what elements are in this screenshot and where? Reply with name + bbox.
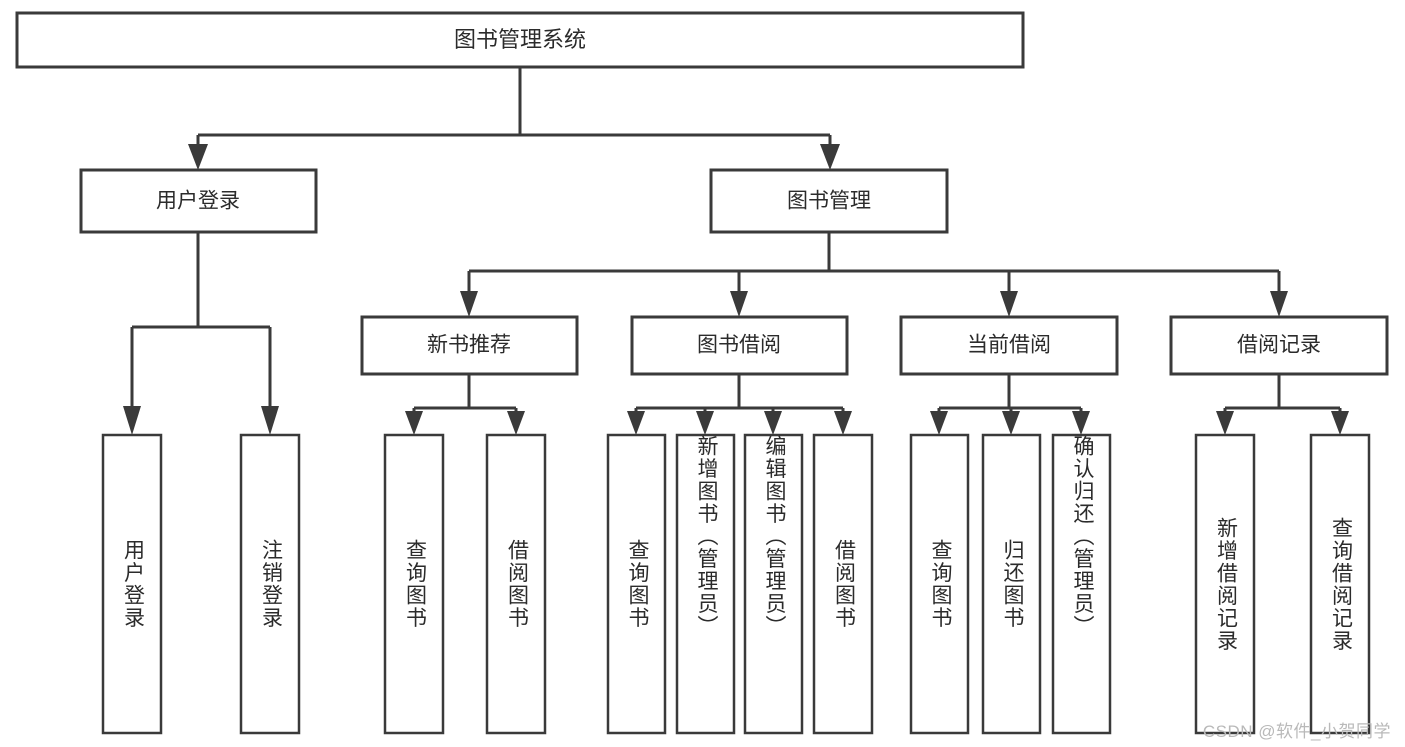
node-book-borrow-box	[630, 315, 849, 376]
node-current-borrow[interactable]: 当前借阅	[899, 315, 1119, 376]
leaf-box-edit-book[interactable]	[743, 433, 804, 735]
connector-book-manage-to-level3	[460, 232, 1288, 317]
leaf-box-borrow-book-rec[interactable]	[485, 433, 547, 735]
leaf-box-query-book-current[interactable]	[909, 433, 970, 735]
arrow-head-icon	[261, 406, 279, 435]
leaf-boxes-group	[101, 433, 1371, 735]
leaf-box-add-borrow-record[interactable]	[1194, 433, 1256, 735]
arrow-head-icon	[188, 144, 208, 170]
arrow-head-icon	[1072, 411, 1090, 435]
node-root-box	[15, 11, 1025, 69]
node-root-label: 图书管理系统	[454, 27, 586, 52]
arrow-head-icon	[1331, 411, 1349, 435]
node-borrow-record[interactable]: 借阅记录	[1169, 315, 1389, 376]
leaf-box-query-book-borrow[interactable]	[606, 433, 667, 735]
node-book-borrow-label: 图书借阅	[697, 334, 781, 357]
arrow-head-icon	[1216, 411, 1234, 435]
node-book-manage[interactable]: 图书管理	[709, 168, 949, 234]
node-current-borrow-box	[899, 315, 1119, 376]
arrow-head-icon	[123, 406, 141, 435]
connector-new-book-rec-to-leaves	[405, 374, 525, 435]
node-user-login-label: 用户登录	[156, 190, 240, 213]
node-borrow-record-box	[1169, 315, 1389, 376]
arrow-head-icon	[730, 291, 748, 317]
leaf-box-add-book[interactable]	[675, 433, 736, 735]
node-current-borrow-label: 当前借阅	[967, 334, 1051, 357]
node-new-book-rec-label: 新书推荐	[427, 334, 511, 357]
arrow-head-icon	[930, 411, 948, 435]
arrow-head-icon	[1000, 291, 1018, 317]
leaf-box-return-book[interactable]	[981, 433, 1042, 735]
leaf-box-confirm-return[interactable]	[1051, 433, 1112, 735]
connector-root-to-level2	[188, 67, 840, 170]
node-book-manage-box	[709, 168, 949, 234]
node-root-system[interactable]: 图书管理系统	[15, 11, 1025, 69]
connector-current-borrow-to-leaves	[930, 374, 1090, 435]
arrow-head-icon	[627, 411, 645, 435]
arrow-head-icon	[507, 411, 525, 435]
leaf-box-query-borrow-record[interactable]	[1309, 433, 1371, 735]
leaf-box-user-login[interactable]	[101, 433, 163, 735]
arrow-head-icon	[834, 411, 852, 435]
connector-user-login-to-leaves	[123, 232, 279, 435]
node-user-login-box	[79, 168, 318, 234]
node-borrow-record-label: 借阅记录	[1237, 334, 1321, 357]
connector-book-borrow-to-leaves	[627, 374, 852, 435]
watermark-text: CSDN @软件_小贺同学	[1202, 722, 1391, 741]
arrow-head-icon	[696, 411, 714, 435]
connector-borrow-record-to-leaves	[1216, 374, 1349, 435]
arrow-head-icon	[820, 144, 840, 170]
arrow-head-icon	[1002, 411, 1020, 435]
node-book-manage-label: 图书管理	[787, 190, 871, 213]
leaf-box-user-logout[interactable]	[239, 433, 301, 735]
node-book-borrow[interactable]: 图书借阅	[630, 315, 849, 376]
arrow-head-icon	[1270, 291, 1288, 317]
leaf-box-query-book-rec[interactable]	[383, 433, 445, 735]
leaf-box-borrow-book[interactable]	[812, 433, 874, 735]
arrow-head-icon	[764, 411, 782, 435]
arrow-head-icon	[460, 291, 478, 317]
arrow-head-icon	[405, 411, 423, 435]
node-new-book-rec[interactable]: 新书推荐	[360, 315, 579, 376]
node-user-login[interactable]: 用户登录	[79, 168, 318, 234]
node-new-book-rec-box	[360, 315, 579, 376]
